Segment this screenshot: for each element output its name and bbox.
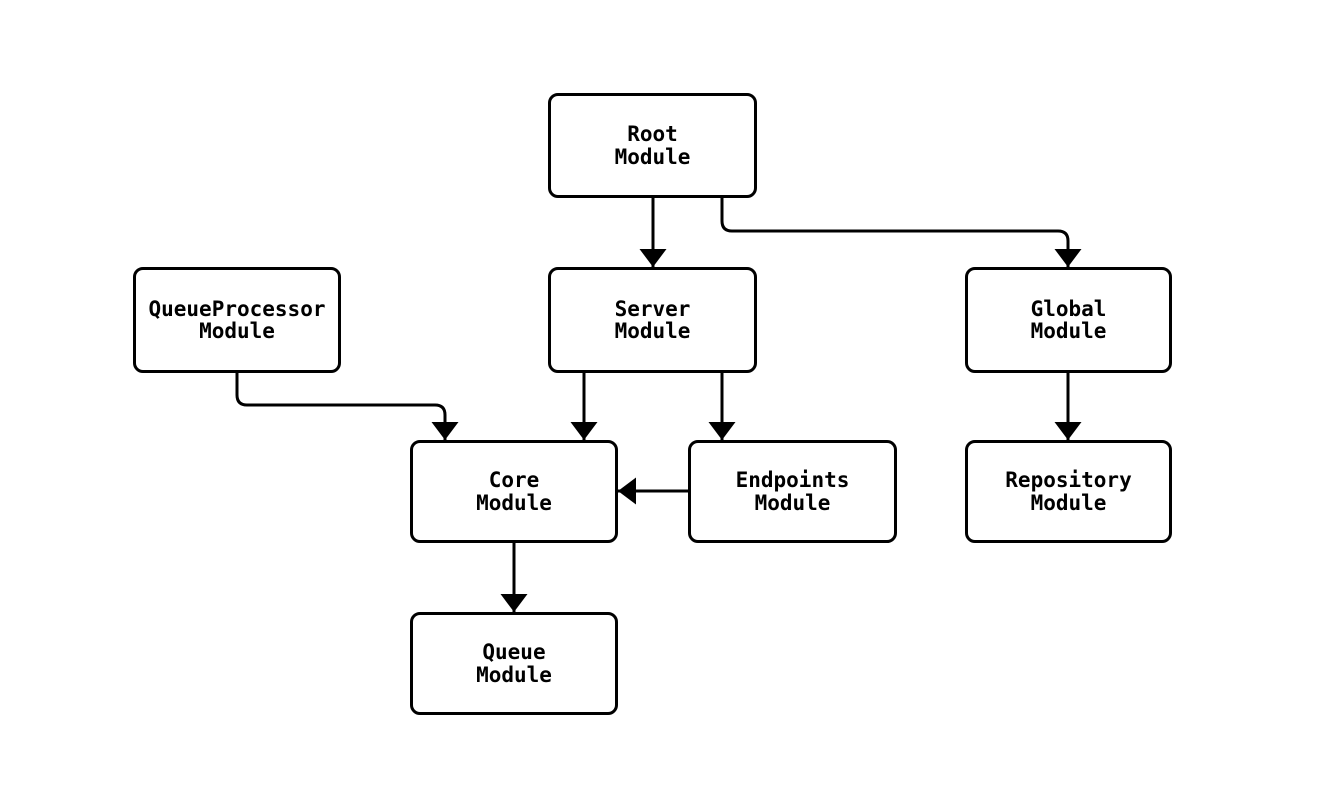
node-label: Global Module [1030, 296, 1107, 343]
node-root-module: Root Module [548, 93, 757, 198]
node-label: Root Module [614, 122, 691, 169]
node-label: Queue Module [476, 640, 552, 687]
node-global-module: Global Module [965, 267, 1172, 373]
node-core-module: Core Module [410, 440, 618, 543]
edge-root-to-global [720, 198, 1082, 267]
node-label: Endpoints Module [735, 468, 850, 515]
node-label: Server Module [614, 296, 691, 343]
edge-queueprocessor-to-core [235, 373, 459, 440]
node-repository-module: Repository Module [965, 440, 1172, 543]
node-server-module: Server Module [548, 267, 757, 373]
node-label: Repository Module [1005, 468, 1132, 515]
node-queue-module: Queue Module [410, 612, 618, 715]
node-endpoints-module: Endpoints Module [688, 440, 897, 543]
node-label: Core Module [476, 468, 552, 515]
node-queueprocessor-module: QueueProcessor Module [133, 267, 341, 373]
node-label: QueueProcessor Module [148, 296, 326, 343]
